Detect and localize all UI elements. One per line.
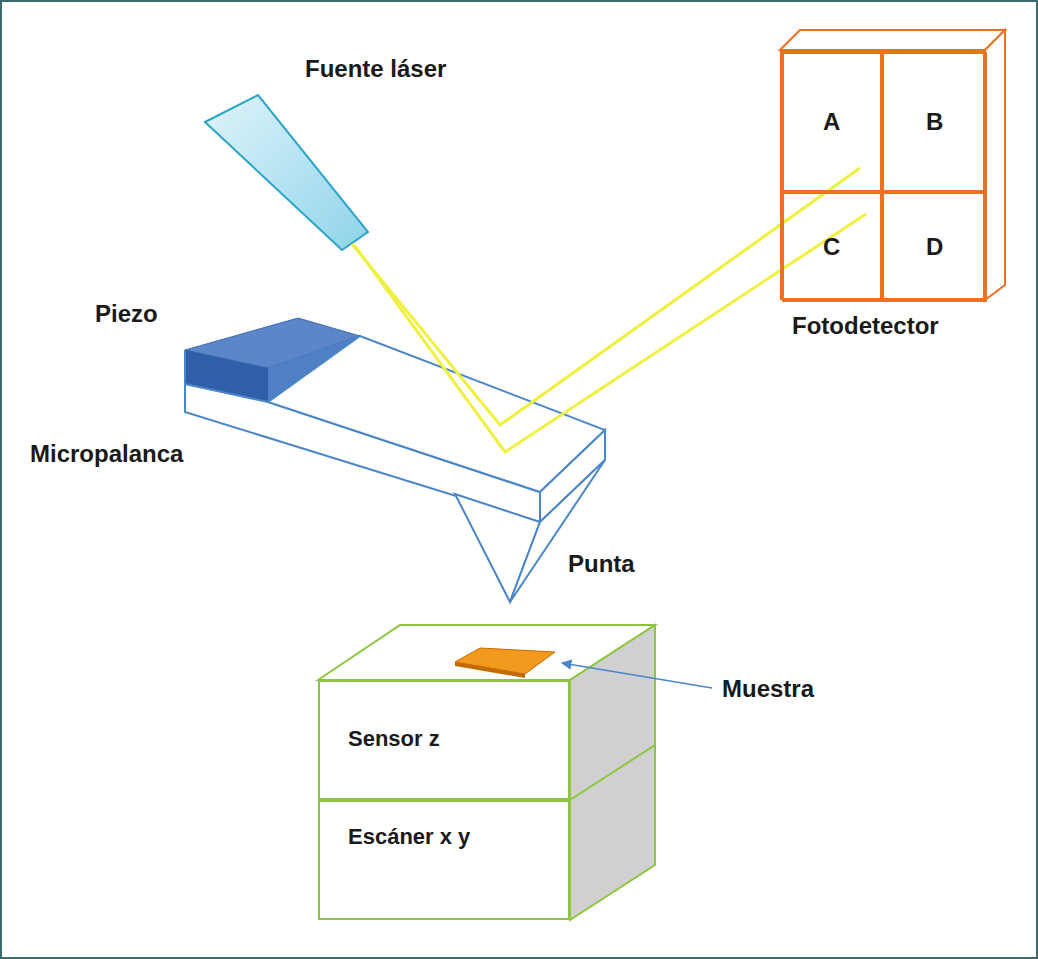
detector-top [780,30,1005,50]
laser-source [205,95,368,250]
piezo-label: Piezo [95,300,158,328]
leader-line [562,663,712,688]
tip-front [455,494,540,602]
quadrant-cell: C [782,192,882,302]
quadrant-cell: B [882,52,987,192]
laser-label: Fuente láser [305,55,446,83]
laser-beam [355,214,866,452]
tip-label: Punta [568,550,635,578]
quadrant-letter: D [926,233,943,261]
quadrant-letter: C [823,233,840,261]
detector-label: Fotodetector [792,312,939,340]
photodetector: FotodetectorABCD [780,50,985,300]
detector-side [985,30,1005,300]
tip-side [510,460,605,602]
quadrant-letter: A [823,108,840,136]
sample-label: Muestra [722,675,814,703]
sample-edge [455,662,525,678]
band-label: Sensor z [348,726,440,752]
quadrant-cell: D [882,192,987,302]
quadrant-letter: B [926,108,943,136]
sample [455,648,555,674]
xy-scanner-band: Escáner x y [318,800,570,920]
band-label: Escáner x y [348,824,470,850]
stage-side [570,625,655,920]
z-sensor-band: Sensor z [318,680,570,800]
quadrant-cell: A [782,52,882,192]
cantilever-label: Micropalanca [30,440,183,468]
